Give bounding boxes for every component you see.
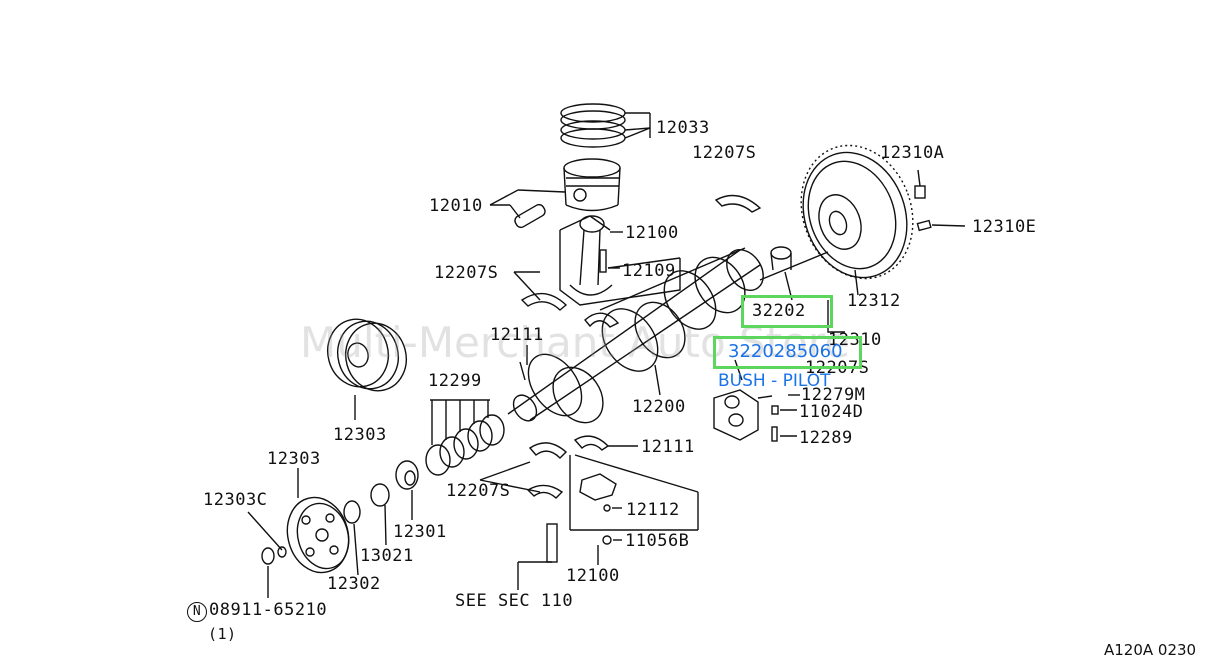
part-label[interactable]: 12111 xyxy=(641,437,695,457)
part-number: 08911-65210 xyxy=(209,600,328,620)
part-label[interactable]: 12100 xyxy=(566,566,620,586)
part-label[interactable]: 12310 xyxy=(828,330,882,350)
front-pulley xyxy=(247,460,419,598)
part-label[interactable]: 11024D xyxy=(799,402,864,422)
part-label[interactable]: 11056B xyxy=(625,531,690,551)
part-label[interactable]: 12109 xyxy=(622,261,676,281)
crank-pulley xyxy=(327,318,407,420)
part-label[interactable]: 12112 xyxy=(626,500,680,520)
part-label[interactable]: 12299 xyxy=(428,371,482,391)
circle-n-icon: N xyxy=(187,602,207,622)
part-label[interactable]: 12200 xyxy=(632,397,686,417)
part-label[interactable]: 12289 xyxy=(799,428,853,448)
leader-line xyxy=(654,364,661,396)
part-name-link[interactable]: BUSH - PILOT xyxy=(718,371,831,391)
part-label[interactable]: 12310E xyxy=(972,217,1037,237)
crankshaft xyxy=(507,247,764,424)
part-label[interactable]: 12303 xyxy=(333,425,387,445)
part-label[interactable]: 12279M xyxy=(801,385,866,405)
piston xyxy=(563,158,621,212)
pulley-spacers xyxy=(425,399,505,476)
part-label[interactable]: 12010 xyxy=(429,196,483,216)
part-label[interactable]: 12310A xyxy=(880,143,945,163)
part-label[interactable]: 12303C xyxy=(203,490,268,510)
part-label[interactable]: 12100 xyxy=(625,223,679,243)
see-section-link[interactable]: SEE SEC 110 xyxy=(455,591,574,611)
part-label[interactable]: 12207S xyxy=(446,481,511,501)
diagram-code: A120A 0230 xyxy=(1104,641,1197,659)
part-label[interactable]: 12301 xyxy=(393,522,447,542)
quantity: (1) xyxy=(208,625,237,643)
bearing-shells xyxy=(513,194,762,328)
part-label[interactable]: 13021 xyxy=(360,546,414,566)
part-label[interactable]: 12302 xyxy=(327,574,381,594)
piston-pin xyxy=(489,189,566,229)
part-number-link[interactable]: 3220285060 xyxy=(728,341,843,362)
thrust-bearing xyxy=(713,359,779,442)
conrod-assembly xyxy=(559,215,681,306)
highlight-box xyxy=(713,336,862,369)
part-label[interactable]: 12207S xyxy=(692,143,757,163)
lower-bearings xyxy=(479,435,699,590)
part-label[interactable]: 12303 xyxy=(267,449,321,469)
part-label[interactable]: 12207S xyxy=(434,263,499,283)
flywheel xyxy=(759,144,966,333)
highlight-box xyxy=(741,295,833,328)
part-label[interactable]: 12111 xyxy=(490,325,544,345)
highlighted-part-label[interactable]: 32202 xyxy=(752,301,806,321)
piston-rings xyxy=(560,103,651,148)
part-label[interactable]: 12033 xyxy=(656,118,710,138)
part-label[interactable]: 12312 xyxy=(847,291,901,311)
